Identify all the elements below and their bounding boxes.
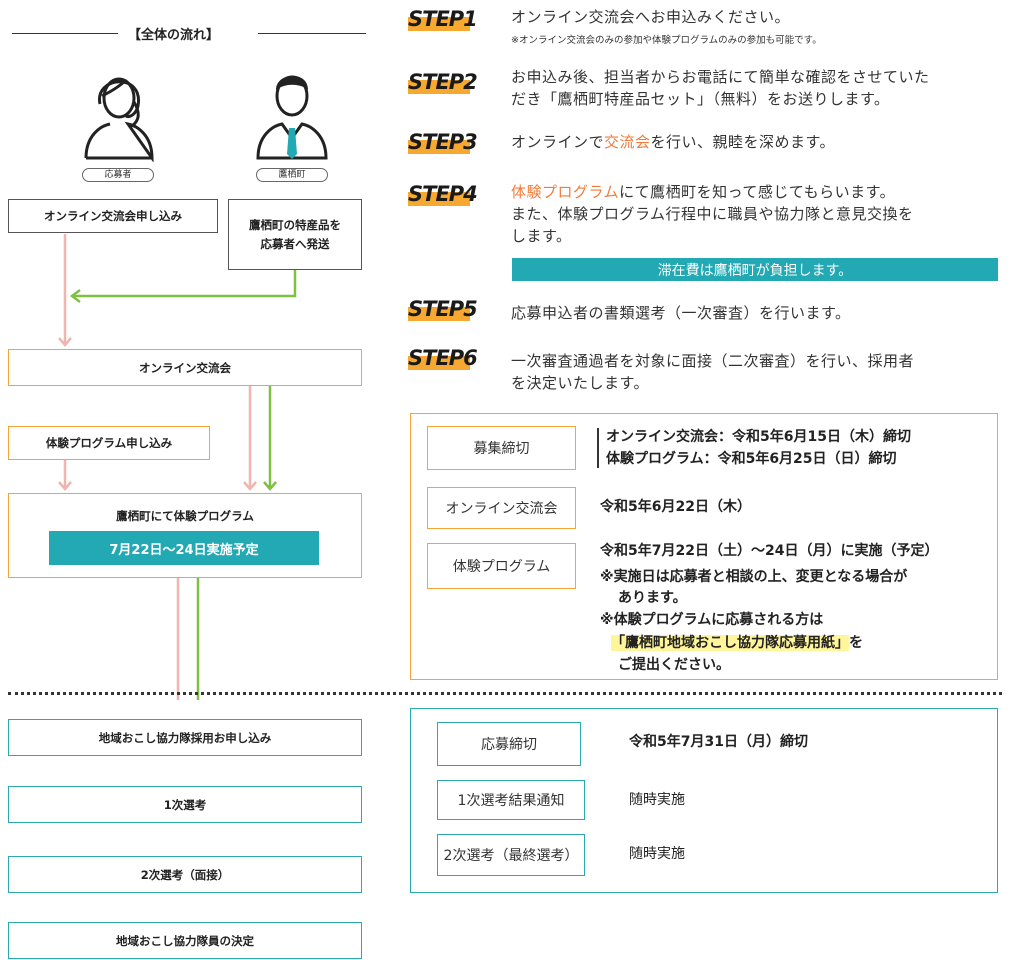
step2-tag: STEP2 [408, 70, 478, 94]
step5-tag: STEP5 [408, 297, 478, 321]
recruit-apply-box: 地域おこし協力隊採用お申し込み [8, 719, 362, 756]
applicant-person-icon [84, 77, 154, 162]
section-divider [8, 692, 1002, 695]
send-products-box: 鷹栖町の特産品を 応募者へ発送 [228, 199, 362, 270]
apply-deadline-value: 令和5年7月31日（月）締切 [629, 734, 808, 750]
title-rule-right [258, 33, 366, 34]
program-note2: あります。 [618, 590, 687, 606]
send-products-line2: 応募者へ発送 [260, 236, 330, 251]
step1-text: オンライン交流会へお申込みください。 [511, 8, 791, 26]
town-officer-icon [256, 75, 328, 160]
deadline-label: 募集締切 [427, 426, 576, 470]
apply-deadline-label: 応募締切 [437, 722, 581, 766]
step6-line1: 一次審査通過者を対象に面接（二次審査）を行い、採用者 [511, 352, 915, 370]
decision-box: 地域おこし協力隊員の決定 [8, 922, 362, 959]
step3-post: を行い、親睦を深めます。 [650, 133, 836, 151]
title-rule-left [12, 33, 118, 34]
second-selection-box: 2次選考（面接） [8, 856, 362, 893]
step6-tag: STEP6 [408, 346, 478, 370]
online-label: オンライン交流会 [427, 487, 576, 529]
application-form-highlight: 「鷹栖町地域おこし協力隊応募用紙」 [611, 635, 849, 651]
stay-cost-bar: 滞在費は鷹栖町が負担します。 [512, 258, 998, 281]
step1-tag: STEP1 [408, 7, 478, 31]
step2-line2: だき「鷹栖町特産品セット」（無料）をお送りします。 [511, 90, 890, 108]
step3-pre: オンラインで [511, 133, 605, 151]
deadline-program: 体験プログラム：令和5年6月25日（日）締切 [606, 451, 897, 467]
step4-line2: また、体験プログラム行程中に職員や協力隊と意見交換を [511, 205, 914, 223]
selection-panel [410, 708, 998, 893]
step6-line2: を決定いたします。 [511, 374, 650, 392]
step1-note: ※オンライン交流会のみの参加や体験プログラムのみの参加も可能です。 [511, 35, 822, 46]
program-note5: ご提出ください。 [618, 657, 730, 673]
second-selection-label: 2次選考（最終選考） [437, 834, 585, 876]
first-result-value: 随時実施 [629, 792, 685, 808]
send-products-line1: 鷹栖町の特産品を [249, 217, 341, 232]
step4-highlight: 体験プログラム [511, 183, 620, 201]
step2-text: お申込み後、担当者からお電話にて簡単な確認をさせていた だき「鷹栖町特産品セット… [511, 66, 930, 110]
program-date: 令和5年7月22日（土）～24日（月）に実施（予定） [600, 543, 939, 559]
schedule-panel [410, 413, 998, 680]
step3-highlight: 交流会 [604, 133, 651, 151]
program-note4: 「鷹栖町地域おこし協力隊応募用紙」を [611, 633, 863, 654]
program-note3: ※体験プログラムに応募される方は [600, 612, 824, 628]
program-dates-bar: 7月22日～24日実施予定 [49, 531, 319, 565]
first-selection-box: 1次選考 [8, 786, 362, 823]
second-selection-value: 随時実施 [629, 846, 685, 862]
step4-line3: します。 [511, 227, 572, 245]
first-result-label: 1次選考結果通知 [437, 780, 585, 820]
step4-tag: STEP4 [408, 182, 478, 206]
online-apply-box: オンライン交流会申し込み [8, 199, 218, 233]
step4-text: 体験プログラムにて鷹栖町を知って感じてもらいます。 また、体験プログラム行程中に… [511, 181, 914, 247]
deadline-online: オンライン交流会：令和5年6月15日（木）締切 [606, 429, 911, 445]
applicant-label: 応募者 [82, 168, 154, 182]
step2-line1: お申込み後、担当者からお電話にて簡単な確認をさせていた [511, 68, 930, 86]
program-apply-box: 体験プログラム申し込み [8, 426, 210, 460]
step6-text: 一次審査通過者を対象に面接（二次審査）を行い、採用者 を決定いたします。 [511, 350, 914, 394]
step4-post: にて鷹栖町を知って感じてもらいます。 [619, 183, 896, 201]
step3-text: オンラインで交流会を行い、親睦を深めます。 [511, 131, 835, 153]
step5-text: 応募申込者の書類選考（一次審査）を行います。 [511, 304, 851, 322]
step3-tag: STEP3 [408, 130, 478, 154]
town-label: 鷹栖町 [256, 168, 328, 182]
program-note1: ※実施日は応募者と相談の上、変更となる場合が [600, 569, 908, 585]
deadline-divider [597, 428, 599, 468]
program-label: 体験プログラム [427, 543, 576, 589]
flow-title: 【全体の流れ】 [128, 28, 220, 43]
program-note4-post: を [849, 635, 863, 651]
online-date: 令和5年6月22日（木） [600, 499, 751, 515]
online-exchange-box: オンライン交流会 [8, 349, 362, 386]
program-title: 鷹栖町にて体験プログラム [116, 509, 254, 523]
